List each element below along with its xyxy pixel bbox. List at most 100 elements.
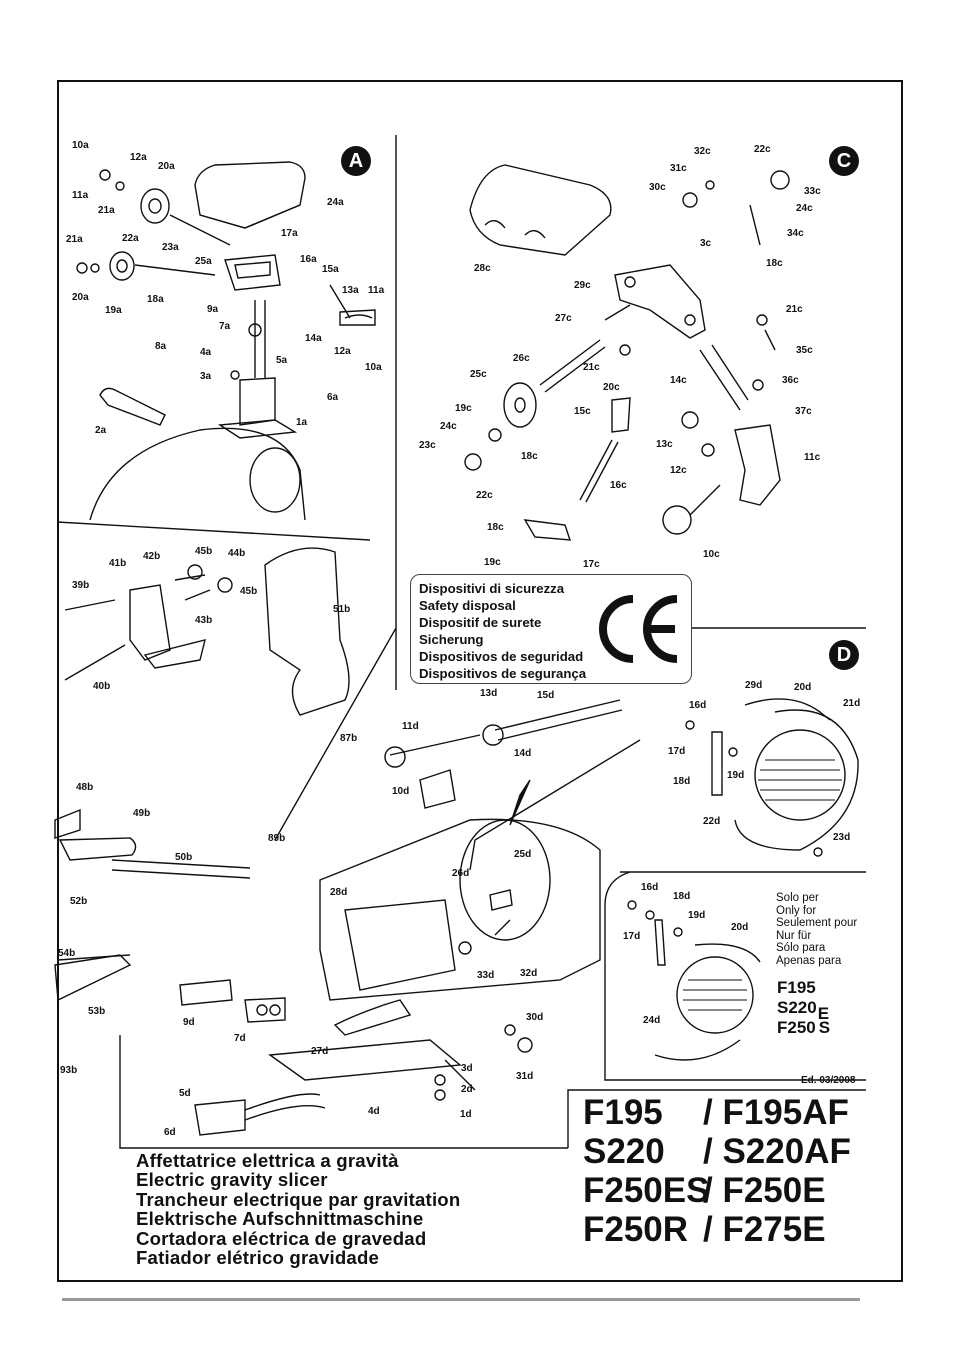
label-b: 42b	[143, 551, 160, 562]
label-c: 18c	[766, 258, 783, 269]
label-c: 12c	[670, 465, 687, 476]
label-d: 22d	[703, 816, 720, 827]
label-c: 13c	[656, 439, 673, 450]
label-d: 18d	[673, 776, 690, 787]
label-c: 11c	[804, 452, 821, 463]
part-17c	[523, 519, 572, 541]
label-c: 19c	[455, 403, 472, 414]
label-d: 20d	[731, 922, 748, 933]
label-d: 20d	[794, 682, 811, 693]
label-b: 54b	[58, 948, 75, 959]
label-d: 13d	[480, 688, 497, 699]
part-labels: 10a 12a 20a 11a 21a 24a 22a 23a 21a 17a …	[58, 140, 860, 1138]
part-18d-inset	[654, 919, 666, 966]
label-c: 26c	[513, 353, 530, 364]
label-d: 25d	[514, 849, 531, 860]
section-a-badge: A	[341, 146, 371, 176]
part-rod-50b	[111, 859, 251, 869]
label-d: 10d	[392, 786, 409, 797]
part-48b	[54, 808, 81, 839]
label-a: 14a	[305, 333, 322, 344]
label-a: 11a	[72, 190, 89, 201]
part-13c	[681, 411, 699, 429]
label-b: 53b	[88, 1006, 105, 1017]
description-line: Trancheur electrique par gravitation	[136, 1188, 461, 1210]
part-grille-20d	[754, 729, 846, 821]
label-c: 18c	[521, 451, 538, 462]
bottom-rule	[62, 1298, 860, 1301]
label-b: 45b	[195, 546, 212, 557]
label-b: 50b	[175, 852, 192, 863]
section-c-badge: C	[829, 146, 859, 176]
label-d: 17d	[668, 746, 685, 757]
part-9d	[179, 979, 233, 1006]
label-d: 3d	[461, 1063, 473, 1074]
part-base-1a	[239, 377, 276, 426]
safety-line: Dispositif de surete	[419, 614, 542, 630]
label-c: 29c	[574, 280, 591, 291]
label-a: 8a	[155, 341, 167, 352]
model-name: F250ES	[583, 1171, 710, 1210]
part-cover-24a	[194, 161, 306, 229]
label-c: 35c	[796, 345, 813, 356]
label-a: 20a	[72, 292, 89, 303]
safety-notice-box: Dispositivi di sicurezza Safety disposal…	[410, 574, 692, 684]
part-27d	[333, 999, 412, 1036]
safety-line: Dispositivos de segurança	[419, 665, 587, 681]
part-grille-24d	[676, 956, 754, 1034]
label-d: 4d	[368, 1106, 380, 1117]
safety-line: Sicherung	[419, 631, 484, 647]
part-knob-10c	[662, 505, 692, 535]
part-rod-40b	[64, 644, 126, 681]
label-c: 24c	[796, 203, 813, 214]
part-clamp-11c	[734, 424, 781, 506]
label-b: 40b	[93, 681, 110, 692]
label-b: 43b	[195, 615, 212, 626]
part-guard-21d	[734, 709, 859, 851]
part-18d	[711, 731, 723, 796]
label-c: 10c	[703, 549, 720, 560]
part-plate-4d	[268, 1039, 462, 1081]
label-b: 87b	[340, 733, 357, 744]
product-descriptions: Affettatrice elettrica a gravità Electri…	[136, 1151, 461, 1268]
part-cover-28c	[469, 164, 612, 256]
label-c: 24c	[440, 421, 457, 432]
label-d: 16d	[641, 882, 658, 893]
label-a: 7a	[219, 321, 231, 332]
label-c: 21c	[786, 304, 803, 315]
part-7d	[244, 997, 286, 1023]
part-15c	[611, 397, 631, 433]
safety-notice-text: Dispositivi di sicurezza Safety disposal…	[419, 581, 586, 682]
label-b: 93b	[60, 1065, 77, 1076]
solo-line: Apenas para	[776, 954, 842, 967]
label-d: 11d	[402, 721, 419, 732]
label-d: 7d	[234, 1033, 246, 1044]
edition-label: Ed. 03/2008	[801, 1075, 856, 1086]
part-wheel-25c	[503, 382, 537, 428]
label-d: 19d	[727, 770, 744, 781]
part-rod-14c	[699, 349, 741, 411]
part-bracket-41b	[129, 584, 171, 661]
label-a: 23a	[162, 242, 179, 253]
solo-line: Sólo para	[776, 942, 826, 954]
title-box	[119, 1035, 568, 1149]
part-31d	[517, 1037, 533, 1053]
label-d: 33d	[477, 970, 494, 981]
model-variant: / F195AF	[703, 1093, 849, 1132]
label-a: 19a	[105, 305, 122, 316]
label-c: 16c	[610, 480, 627, 491]
part-spring-34c	[749, 204, 761, 246]
part-switch-10d	[419, 769, 456, 809]
description-line: Electric gravity slicer	[136, 1169, 328, 1191]
label-d: 17d	[623, 931, 640, 942]
label-c: 21c	[583, 362, 600, 373]
label-b: 89b	[268, 833, 285, 844]
part-board-5d	[194, 1099, 246, 1136]
label-d: 6d	[164, 1127, 176, 1138]
part-rod-15d	[494, 699, 621, 731]
label-c: 32c	[694, 146, 711, 157]
part-rod-16c	[579, 439, 613, 501]
divider-a-b	[56, 521, 371, 541]
label-c: 33c	[804, 186, 821, 197]
label-a: 12a	[130, 152, 147, 163]
